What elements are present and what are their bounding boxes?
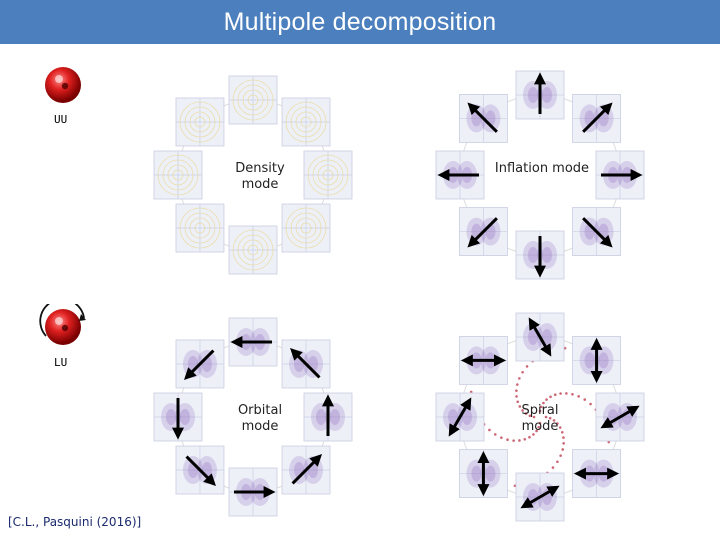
slide-title: Multipole decomposition <box>223 7 497 36</box>
uu-label: UU <box>54 113 68 126</box>
map-tile-right <box>595 392 645 442</box>
lu-state-illustration <box>36 298 96 352</box>
map-tile-top-right <box>281 97 331 147</box>
title-bar: Multipole decomposition <box>0 0 720 44</box>
arrow-top <box>528 317 552 357</box>
map-tile-right <box>303 150 353 200</box>
map-tile-top-right <box>281 339 331 389</box>
map-tile-top-right <box>572 336 621 385</box>
map-tile-top-left <box>175 97 225 147</box>
map-tile-bottom-right <box>281 203 331 253</box>
lu-label: LU <box>54 356 68 369</box>
spiral-mode-label: Spiral mode <box>521 403 559 434</box>
density-mode-panel <box>153 75 353 275</box>
arrow-bottom-left <box>467 217 498 248</box>
orbital-mode-panel <box>153 317 353 517</box>
map-tile-bottom-right <box>572 449 621 498</box>
map-tile-left <box>435 392 485 442</box>
arrow-bottom-right <box>291 454 323 485</box>
citation: [C.L., Pasquini (2016)] <box>8 515 142 529</box>
map-tile-bottom <box>228 467 278 517</box>
map-tile-bottom-left <box>175 445 225 495</box>
uu-state-illustration <box>40 62 88 110</box>
arrow-top-left <box>183 349 215 380</box>
density-mode-label: Density mode <box>235 161 285 192</box>
arrow-top-left <box>467 102 498 133</box>
arrow-bottom-right <box>582 217 613 248</box>
arrow-bottom-left <box>185 455 216 487</box>
map-tile-right <box>303 392 353 442</box>
arrow-top-right <box>290 347 321 379</box>
map-tile-top-left <box>459 336 508 385</box>
map-tile-top <box>228 317 278 367</box>
map-tile-bottom-left <box>459 207 508 256</box>
map-tile-top-left <box>175 339 225 389</box>
map-tile-bottom-left <box>459 449 508 498</box>
red-ball-icon <box>45 67 81 103</box>
map-tile-top-left <box>459 94 508 143</box>
map-tile-top <box>515 70 565 120</box>
arrow-right <box>600 405 640 429</box>
map-tile-left <box>153 392 203 442</box>
arrow-bottom <box>520 485 560 509</box>
inflation-mode-panel <box>435 70 645 280</box>
map-tile-top <box>515 312 565 362</box>
arrow-left <box>448 397 472 437</box>
map-tile-right <box>595 150 645 200</box>
map-tile-bottom-right <box>572 207 621 256</box>
arrow-top-right <box>582 102 613 133</box>
map-tile-top-right <box>572 94 621 143</box>
map-tile-bottom <box>515 472 565 522</box>
inflation-mode-label: Inflation mode <box>494 161 590 176</box>
map-tile-bottom-left <box>175 203 225 253</box>
map-tile-top <box>228 75 278 125</box>
map-tile-bottom <box>515 230 565 280</box>
map-tile-left <box>435 150 485 200</box>
spiral-mode-panel <box>435 312 645 522</box>
map-tile-left <box>153 150 203 200</box>
map-tile-bottom <box>228 225 278 275</box>
orbital-mode-label: Orbital mode <box>237 403 283 434</box>
orbiting-ball-icon <box>39 298 86 345</box>
map-tile-bottom-right <box>281 445 331 495</box>
